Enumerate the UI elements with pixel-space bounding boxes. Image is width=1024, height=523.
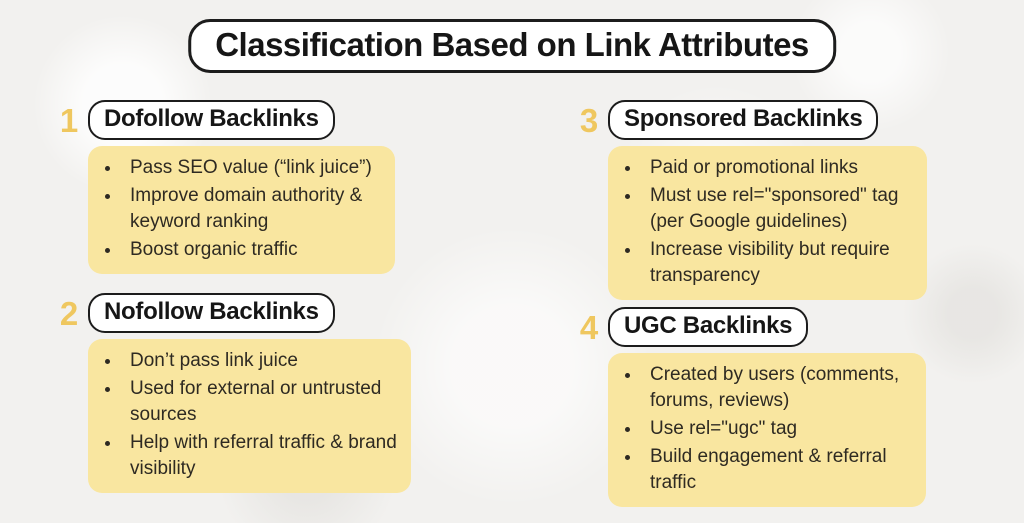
section-number: 1 — [59, 101, 79, 139]
bullet-item: Pass SEO value (“link juice”) — [122, 155, 385, 181]
section-number: 3 — [579, 101, 599, 139]
section-heading: Dofollow Backlinks — [88, 100, 335, 140]
section-sponsored-backlinks: 3 Sponsored Backlinks Paid or promotiona… — [576, 100, 960, 300]
bullet-item: Used for external or untrusted sources — [122, 376, 401, 428]
section-heading: Nofollow Backlinks — [88, 293, 335, 333]
section-dofollow-backlinks: 1 Dofollow Backlinks Pass SEO value (“li… — [56, 100, 428, 274]
bullet-panel: Created by users (comments, forums, revi… — [608, 353, 926, 507]
bullet-item: Paid or promotional links — [642, 155, 917, 181]
bullet-list: Created by users (comments, forums, revi… — [614, 362, 916, 496]
section-heading: UGC Backlinks — [608, 307, 809, 347]
section-nofollow-backlinks: 2 Nofollow Backlinks Don’t pass link jui… — [56, 293, 446, 493]
section-number: 2 — [59, 294, 79, 332]
bullet-item: Help with referral traffic & brand visib… — [122, 430, 401, 482]
bullet-item: Use rel="ugc" tag — [642, 416, 916, 442]
bullet-item: Improve domain authority & keyword ranki… — [122, 183, 385, 235]
bullet-list: Don’t pass link juice Used for external … — [94, 348, 401, 482]
section-header: 4 UGC Backlinks — [576, 307, 960, 347]
bullet-item: Increase visibility but require transpar… — [642, 237, 917, 289]
bullet-item: Build engagement & referral traffic — [642, 444, 916, 496]
bullet-item: Created by users (comments, forums, revi… — [642, 362, 916, 414]
section-number: 4 — [579, 308, 599, 346]
bullet-list: Paid or promotional links Must use rel="… — [614, 155, 917, 289]
bullet-panel: Don’t pass link juice Used for external … — [88, 339, 411, 493]
section-header: 1 Dofollow Backlinks — [56, 100, 428, 140]
section-ugc-backlinks: 4 UGC Backlinks Created by users (commen… — [576, 307, 960, 507]
section-header: 3 Sponsored Backlinks — [576, 100, 960, 140]
bullet-item: Boost organic traffic — [122, 237, 385, 263]
bullet-item: Must use rel="sponsored" tag (per Google… — [642, 183, 917, 235]
bullet-item: Don’t pass link juice — [122, 348, 401, 374]
bullet-panel: Paid or promotional links Must use rel="… — [608, 146, 927, 300]
page-title: Classification Based on Link Attributes — [188, 19, 836, 73]
section-heading: Sponsored Backlinks — [608, 100, 879, 140]
bullet-list: Pass SEO value (“link juice”) Improve do… — [94, 155, 385, 263]
bullet-panel: Pass SEO value (“link juice”) Improve do… — [88, 146, 395, 274]
section-header: 2 Nofollow Backlinks — [56, 293, 446, 333]
